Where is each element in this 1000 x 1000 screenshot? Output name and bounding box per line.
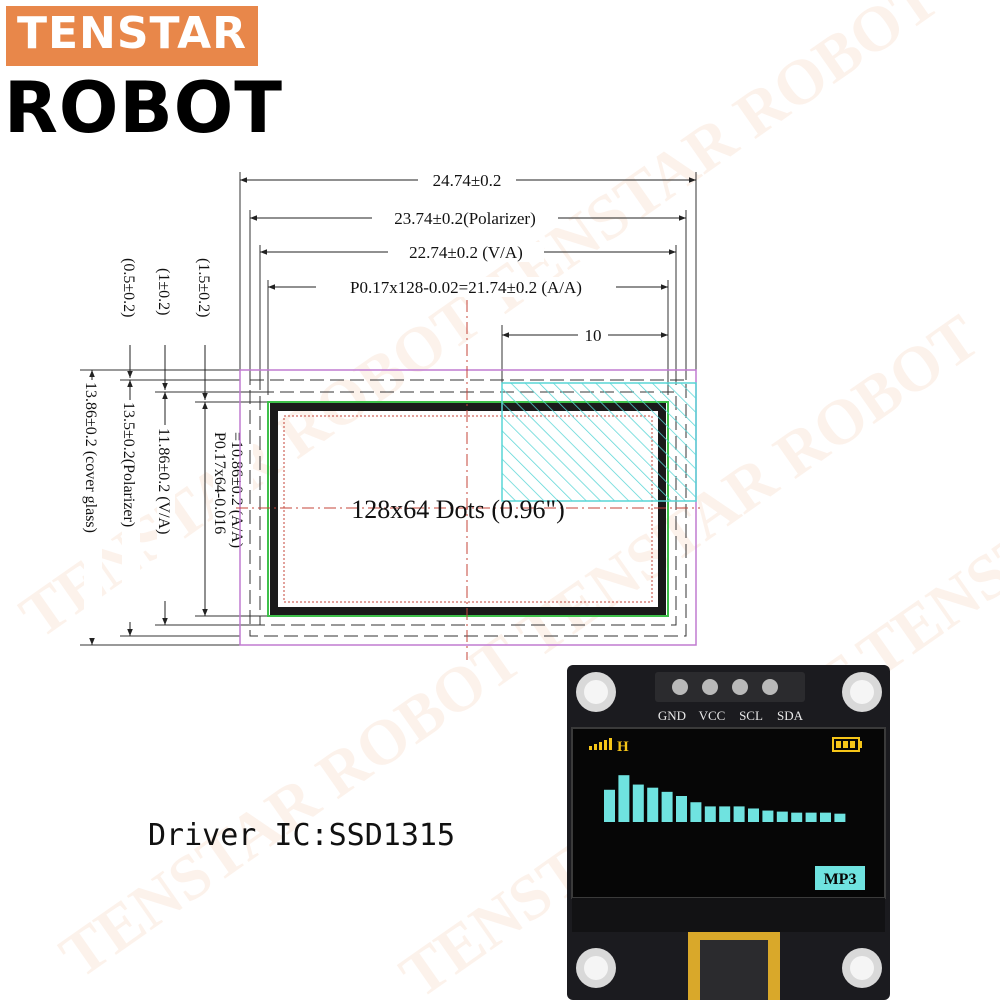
- equalizer-bar: [647, 787, 659, 822]
- pin-label-sda: SDA: [777, 708, 804, 723]
- equalizer-bar: [820, 812, 831, 822]
- signal-icon: [589, 738, 612, 750]
- equalizer-bar: [676, 796, 687, 822]
- equalizer-bar: [690, 802, 702, 822]
- equalizer-bars: [604, 775, 846, 822]
- brand-logo-top: TENSTAR: [6, 6, 258, 66]
- equalizer-bar: [733, 806, 745, 822]
- driver-ic-label: Driver IC:SSD1315: [148, 818, 456, 853]
- equalizer-bar: [719, 806, 731, 822]
- cover-glass-height-label: 13.86±0.2 (cover glass): [82, 382, 99, 533]
- polarizer-width-label: 23.74±0.2(Polarizer): [394, 209, 536, 228]
- pin-label-gnd: GND: [658, 708, 686, 723]
- mp3-badge-label: MP3: [824, 871, 857, 888]
- center-lines: [236, 300, 700, 660]
- va-width-label: 22.74±0.2 (V/A): [409, 243, 523, 262]
- equalizer-bar: [805, 812, 817, 822]
- va-height-label: 11.86±0.2 (V/A): [155, 428, 172, 534]
- equalizer-bar: [632, 784, 644, 822]
- mp3-badge: [815, 866, 865, 890]
- brand-logo-line1: TENSTAR: [16, 8, 248, 59]
- battery-icon: [832, 737, 862, 752]
- overall-width-label: 24.74±0.2: [433, 171, 502, 190]
- svg-text:TENSTAR ROBOT TENSTAR ROBOT: TENSTAR ROBOT TENSTAR ROBOT: [7, 0, 951, 651]
- equalizer-bar: [791, 812, 803, 822]
- equalizer-bar: [834, 813, 846, 822]
- extension-lines: [80, 172, 697, 646]
- segment-width-label: 10: [585, 326, 602, 345]
- offset-2-label: (1±0.2): [155, 268, 172, 315]
- equalizer-bar: [748, 808, 759, 822]
- display-resolution-label: 128x64 Dots (0.96"): [351, 495, 565, 524]
- oled-module: GND VCC SCL SDA H MP3: [567, 665, 890, 1000]
- hatched-region: [501, 382, 697, 502]
- screen-letter: H: [617, 739, 629, 755]
- equalizer-bar: [661, 791, 673, 822]
- equalizer-bar: [604, 789, 615, 822]
- equalizer-bar: [776, 811, 788, 822]
- equalizer-bar: [618, 775, 630, 822]
- top-offset-arrows: [127, 345, 208, 400]
- pin-label-vcc: VCC: [699, 708, 726, 723]
- brand-logo-bottom: ROBOT: [4, 67, 284, 149]
- offset-1-label: (0.5±0.2): [120, 258, 137, 317]
- pin-label-scl: SCL: [739, 708, 763, 723]
- equalizer-bar: [762, 810, 774, 822]
- aa-height-label-2: =10.86±0.2 (A/A): [228, 432, 245, 548]
- aa-width-label: P0.17x128-0.02=21.74±0.2 (A/A): [350, 278, 582, 297]
- polarizer-height-label: 13.5±0.2(Polarizer): [120, 402, 137, 527]
- offset-3-label: (1.5±0.2): [195, 258, 212, 317]
- aa-height-label-1: P0.17x64-0.016: [211, 432, 228, 534]
- equalizer-bar: [704, 806, 716, 822]
